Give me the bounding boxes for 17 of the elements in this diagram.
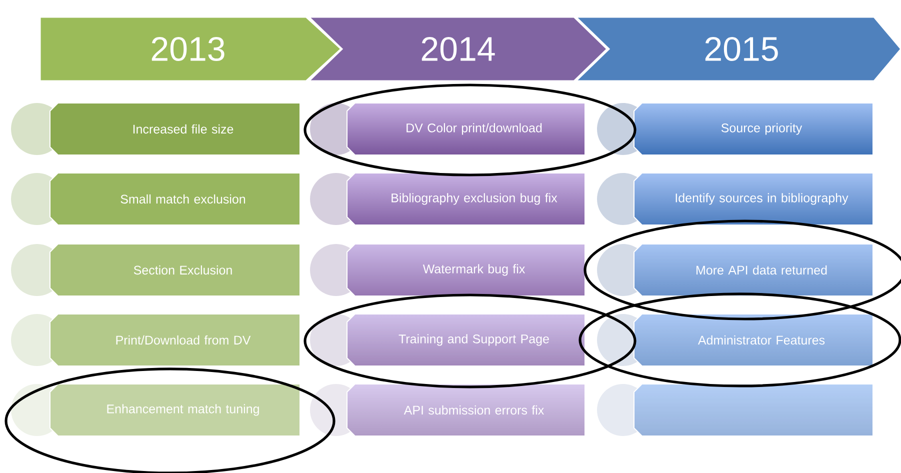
milestone-box: Print/Download from DV <box>50 313 300 366</box>
milestone-box: DV Color print/download <box>346 102 586 156</box>
milestone-box: Enhancement match tuning <box>50 383 300 436</box>
year-header: 2013 <box>39 16 342 82</box>
milestone-box: Bibliography exclusion bug fix <box>346 172 586 226</box>
milestone-box: Administrator Features <box>634 313 874 366</box>
milestone-box <box>634 383 874 436</box>
milestone-box: API submission errors fix <box>346 383 586 436</box>
milestone-box: Source priority <box>634 102 874 156</box>
milestone-box: Increased file size <box>50 102 300 156</box>
milestone-box: More API data returned <box>634 243 874 296</box>
milestone-box: Watermark bug fix <box>346 243 586 296</box>
milestone-box: Section Exclusion <box>50 243 300 296</box>
milestone-box: Training and Support Page <box>346 313 586 366</box>
year-header: 2015 <box>574 16 901 82</box>
milestone-box: Small match exclusion <box>50 172 300 226</box>
milestone-box: Identify sources in bibliography <box>634 172 874 226</box>
